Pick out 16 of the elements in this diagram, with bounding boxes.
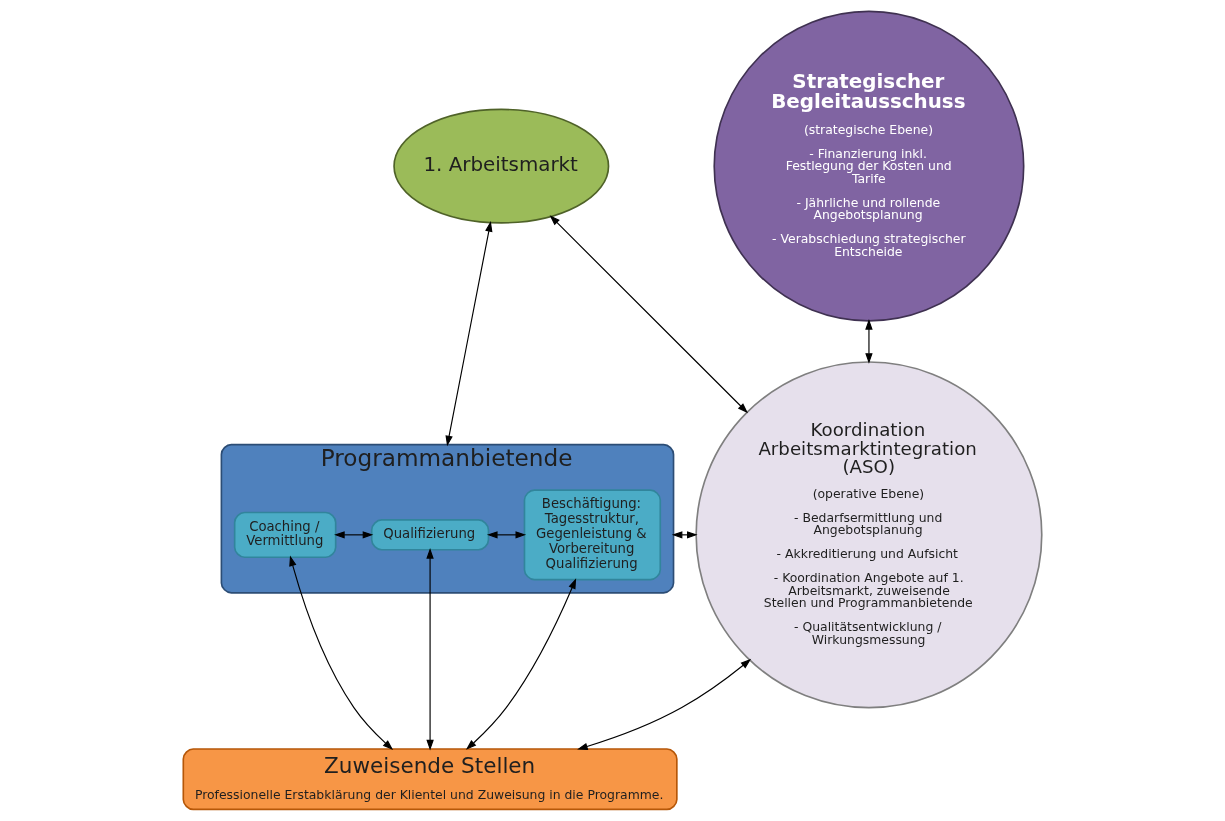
- node-box: Coaching / Vermittlung: [233, 511, 337, 559]
- arrow: [334, 531, 374, 539]
- arrow: [671, 531, 698, 539]
- arrow: [445, 221, 493, 447]
- node-box: Qualifizierung: [370, 519, 490, 551]
- node-circle: Strategischer Begleitausschuss (strategische Ebene) - Finanzierung inkl. Festlegung der Kosten und Tarife - Jährliche und rollende Angebotsplanung - Verabschiedung strategischer Entscheide: [713, 10, 1025, 322]
- node-box: Zuweisende Stellen Professionelle Erstabklärung der Klientel und Zuweisung in die Programme.: [182, 748, 678, 811]
- arrow: [465, 578, 577, 750]
- arrow: [865, 319, 873, 364]
- arrow: [577, 658, 752, 750]
- node-circle: Koordination Arbeitsmarktintegration (ASO) (operative Ebene) - Bedarfsermittlung und Angebotsplanung - Akkreditierung und Aufsicht - Koordination Angebote auf 1. Arbeitsmarkt, zuweisende Stellen und Programmanbietende - Qualitätsentwicklung / Wirkungsmessung: [695, 361, 1043, 709]
- arrow: [426, 548, 434, 751]
- arrow: [549, 215, 748, 414]
- arrow: [289, 555, 394, 750]
- node-box: Beschäftigung: Tagesstruktur, Gegenleistung & Vorbereitung Qualifizierung: [523, 489, 662, 581]
- arrow: [486, 531, 527, 539]
